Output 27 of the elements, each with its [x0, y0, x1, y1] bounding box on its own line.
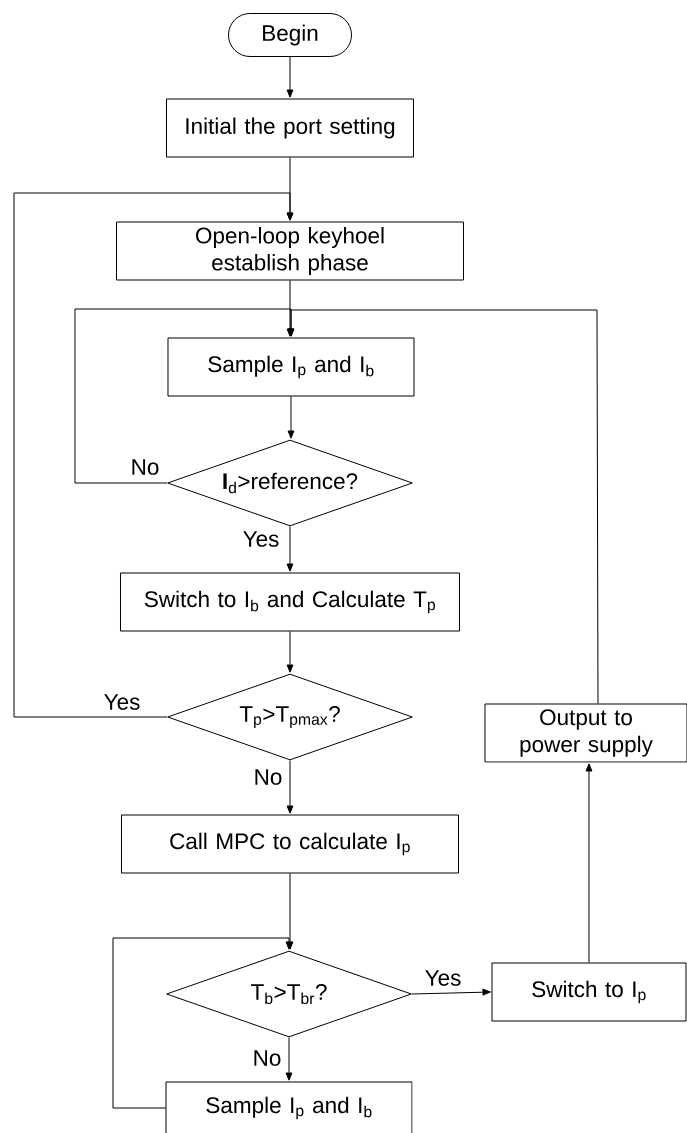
process-box: Output to power supply — [484, 703, 687, 763]
edge-label: Yes — [241, 530, 281, 548]
arrow — [287, 396, 295, 439]
arrow — [286, 56, 294, 98]
edge-label: Yes — [102, 693, 142, 711]
arrow — [286, 631, 294, 673]
edge-label: No — [252, 768, 284, 786]
terminal-box: Begin — [228, 13, 352, 57]
process-box: Switch to I$_{p}$ — [491, 962, 687, 1022]
arrow — [74, 308, 295, 484]
edge-label: Yes — [423, 969, 463, 987]
process-box: Call MPC to calculate I$_{p}$ — [121, 814, 459, 874]
arrow — [411, 988, 491, 996]
process-box: Switch to I$_{b}$ and Calculate T$_{p}$ — [120, 572, 460, 632]
edge-label: No — [129, 458, 161, 476]
arrow — [585, 763, 593, 963]
process-box: Sample I$_{p}$ and I$_{b}$ — [165, 1081, 413, 1133]
arrow — [285, 1037, 293, 1081]
arrow — [13, 192, 294, 718]
process-box: Open-loop keyhoel establish phase — [116, 221, 464, 281]
arrow — [112, 937, 293, 1109]
arrow — [287, 309, 599, 704]
arrow — [286, 526, 294, 572]
process-box: Sample I$_{p}$ and I$_{b}$ — [167, 337, 415, 397]
process-box: Initial the port setting — [166, 98, 414, 158]
edge-label: No — [251, 1049, 283, 1067]
arrow — [286, 760, 294, 814]
